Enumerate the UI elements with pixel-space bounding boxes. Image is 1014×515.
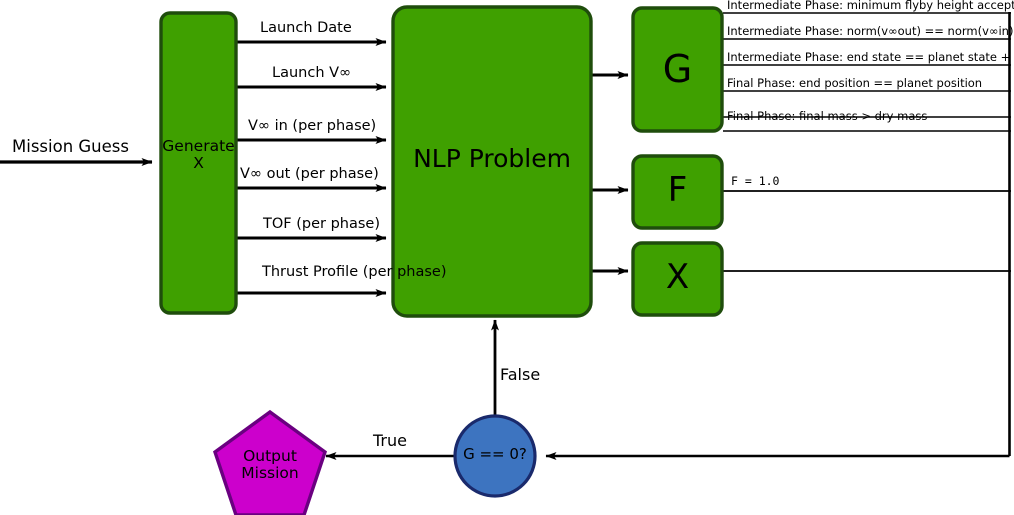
constraint-label-0: Intermediate Phase: minimum flyby height… <box>727 0 1014 12</box>
node-generate-x[interactable] <box>159 11 238 315</box>
node-f[interactable] <box>631 154 724 230</box>
objective-label-f: F = 1.0 <box>731 174 780 188</box>
node-nlp-problem[interactable] <box>391 5 593 318</box>
edge-label-false: False <box>500 365 541 384</box>
constraint-leader-lines <box>723 12 1011 132</box>
edge-label-vinf-out: V∞ out (per phase) <box>240 166 379 182</box>
edge-label-mission-guess: Mission Guess <box>12 137 129 156</box>
edge-label-launch-date: Launch Date <box>260 20 352 36</box>
edge-label-launch-vinf: Launch V∞ <box>272 65 352 81</box>
edge-label-true: True <box>373 431 407 450</box>
node-g[interactable] <box>631 6 724 133</box>
edge-label-tof: TOF (per phase) <box>263 216 380 232</box>
node-output-mission[interactable] <box>212 409 328 515</box>
edge-feedback-bus <box>545 12 1011 460</box>
constraint-label-4: Final Phase: final mass > dry mass <box>727 109 928 123</box>
constraint-label-2: Intermediate Phase: end state == planet … <box>727 50 1014 64</box>
constraint-label-1: Intermediate Phase: norm(v∞out) == norm(… <box>727 24 1014 38</box>
node-x[interactable] <box>631 241 724 317</box>
constraint-label-3: Final Phase: end position == planet posi… <box>727 76 983 90</box>
edge-label-vinf-in: V∞ in (per phase) <box>248 118 377 134</box>
edge-label-thrust-profile: Thrust Profile (per phase) <box>262 264 447 280</box>
node-decision[interactable] <box>453 414 537 498</box>
